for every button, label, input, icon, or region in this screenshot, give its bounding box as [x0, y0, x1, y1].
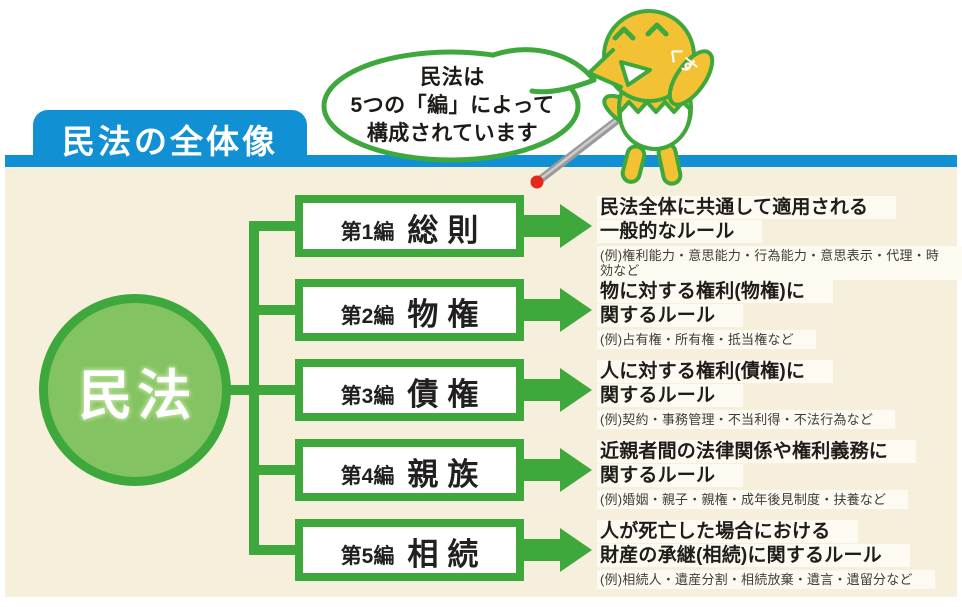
part-number: 第2編 [340, 305, 395, 328]
arrow-icon [524, 299, 560, 321]
description-example: (例)権利能力・意思能力・行為能力・意思表示・代理・時効など [597, 246, 962, 280]
mascot-character-icon: くす [587, 9, 715, 186]
description-example: (例)占有権・所有権・抵当権など [597, 330, 816, 349]
part-box-5: 第5編 相続 [295, 519, 524, 581]
part-number: 第1編 [340, 221, 395, 244]
branch-line [249, 305, 295, 315]
part-description: 人に対する権利(債権)に 関するルール (例)契約・事務管理・不当利得・不法行為… [597, 360, 962, 429]
page-title-box: 民法の全体像 [33, 110, 307, 167]
root-node-minpo: 民法 [39, 294, 231, 486]
part-name: 相続 [407, 536, 488, 572]
description-line: 人に対する権利(債権)に [597, 360, 834, 383]
part-description: 近親者間の法律関係や権利義務に 関するルール (例)婚姻・親子・親権・成年後見制… [597, 440, 962, 509]
description-example: (例)婚姻・親子・親権・成年後見制度・扶養など [597, 490, 909, 509]
part-description: 人が死亡した場合における 財産の承継(相続)に関するルール (例)相続人・遺産分… [597, 520, 962, 589]
description-example: (例)相続人・遺産分割・相続放棄・遺言・遺留分など [597, 570, 935, 589]
description-line: 財産の承継(相続)に関するルール [597, 544, 910, 567]
part-description: 物に対する権利(物権)に 関するルール (例)占有権・所有権・抵当権など [597, 280, 962, 349]
branch-line [249, 465, 295, 475]
part-name: 親族 [407, 456, 488, 492]
part-box-1: 第1編 総則 [295, 195, 524, 257]
description-line: 民法全体に共通して適用される [597, 196, 897, 219]
arrow-head-icon [560, 204, 592, 248]
arrow-icon [524, 539, 560, 561]
part-number: 第3編 [340, 385, 395, 408]
page-title: 民法の全体像 [62, 123, 278, 160]
branch-line [249, 221, 295, 231]
description-line: 物に対する権利(物権)に [597, 280, 834, 303]
part-box-4: 第4編 親族 [295, 439, 524, 501]
part-box-2: 第2編 物権 [295, 279, 524, 341]
branch-line [249, 545, 295, 555]
bubble-line: 構成されています [366, 122, 539, 145]
description-line: 人が死亡した場合における [597, 520, 859, 543]
arrow-icon [524, 215, 560, 237]
branch-line [249, 385, 295, 395]
description-example: (例)契約・事務管理・不当利得・不法行為など [597, 410, 896, 429]
root-connector-line [222, 385, 254, 395]
pointer-stick-icon [530, 114, 624, 189]
part-number: 第4編 [340, 465, 395, 488]
description-line: 関するルール [597, 464, 744, 487]
bubble-line: 民法は [420, 66, 485, 89]
speech-bubble-icon [321, 47, 597, 163]
arrow-head-icon [560, 288, 592, 332]
arrow-head-icon [560, 448, 592, 492]
part-number: 第5編 [340, 545, 395, 568]
root-label: 民法 [78, 365, 197, 426]
description-line: 近親者間の法律関係や権利義務に [597, 440, 917, 463]
part-name: 物権 [407, 296, 488, 332]
bubble-line: 5つの「編」によって [350, 94, 555, 117]
part-name: 債権 [407, 376, 488, 412]
part-description: 民法全体に共通して適用される 一般的なルール (例)権利能力・意思能力・行為能力… [597, 196, 962, 280]
speech-bubble-text: 民法は 5つの「編」によって 構成されています [330, 64, 575, 148]
part-box-3: 第3編 債権 [295, 359, 524, 421]
part-name: 総則 [407, 212, 488, 248]
arrow-icon [524, 459, 560, 481]
description-line: 関するルール [597, 384, 744, 407]
arrow-icon [524, 379, 560, 401]
description-line: 関するルール [597, 304, 744, 327]
description-line: 一般的なルール [597, 220, 763, 243]
arrow-head-icon [560, 528, 592, 572]
arrow-head-icon [560, 368, 592, 412]
